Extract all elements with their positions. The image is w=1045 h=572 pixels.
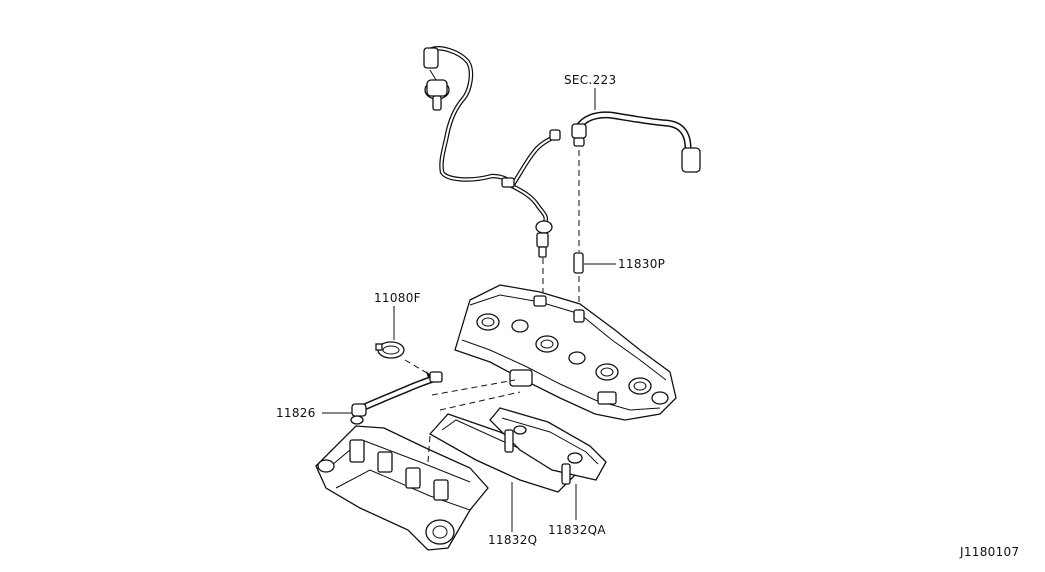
label-11830P: 11830P <box>618 257 665 271</box>
part-11826: 11826 <box>276 371 443 425</box>
label-11832QA: 11832QA <box>548 523 606 537</box>
dash-guide-2 <box>439 391 521 411</box>
part-11830P: 11830P <box>573 252 665 310</box>
label-sec223: SEC.223 <box>564 73 616 110</box>
sec223-hose <box>571 111 701 173</box>
sensor-harness <box>423 46 561 225</box>
part-11832QA: 11832QA <box>489 407 607 537</box>
label-sec223-text: SEC.223 <box>564 73 616 87</box>
harness-connector <box>535 220 553 296</box>
label-11832Q: 11832Q <box>488 533 537 547</box>
cam-housing <box>315 425 489 551</box>
diagram-id: J1180107 <box>959 545 1019 559</box>
valve-cover <box>454 284 677 421</box>
label-11080F: 11080F <box>374 291 421 305</box>
part-11080F: 11080F <box>374 291 433 378</box>
label-11826: 11826 <box>276 406 316 420</box>
dash-guide-1 <box>431 379 516 396</box>
